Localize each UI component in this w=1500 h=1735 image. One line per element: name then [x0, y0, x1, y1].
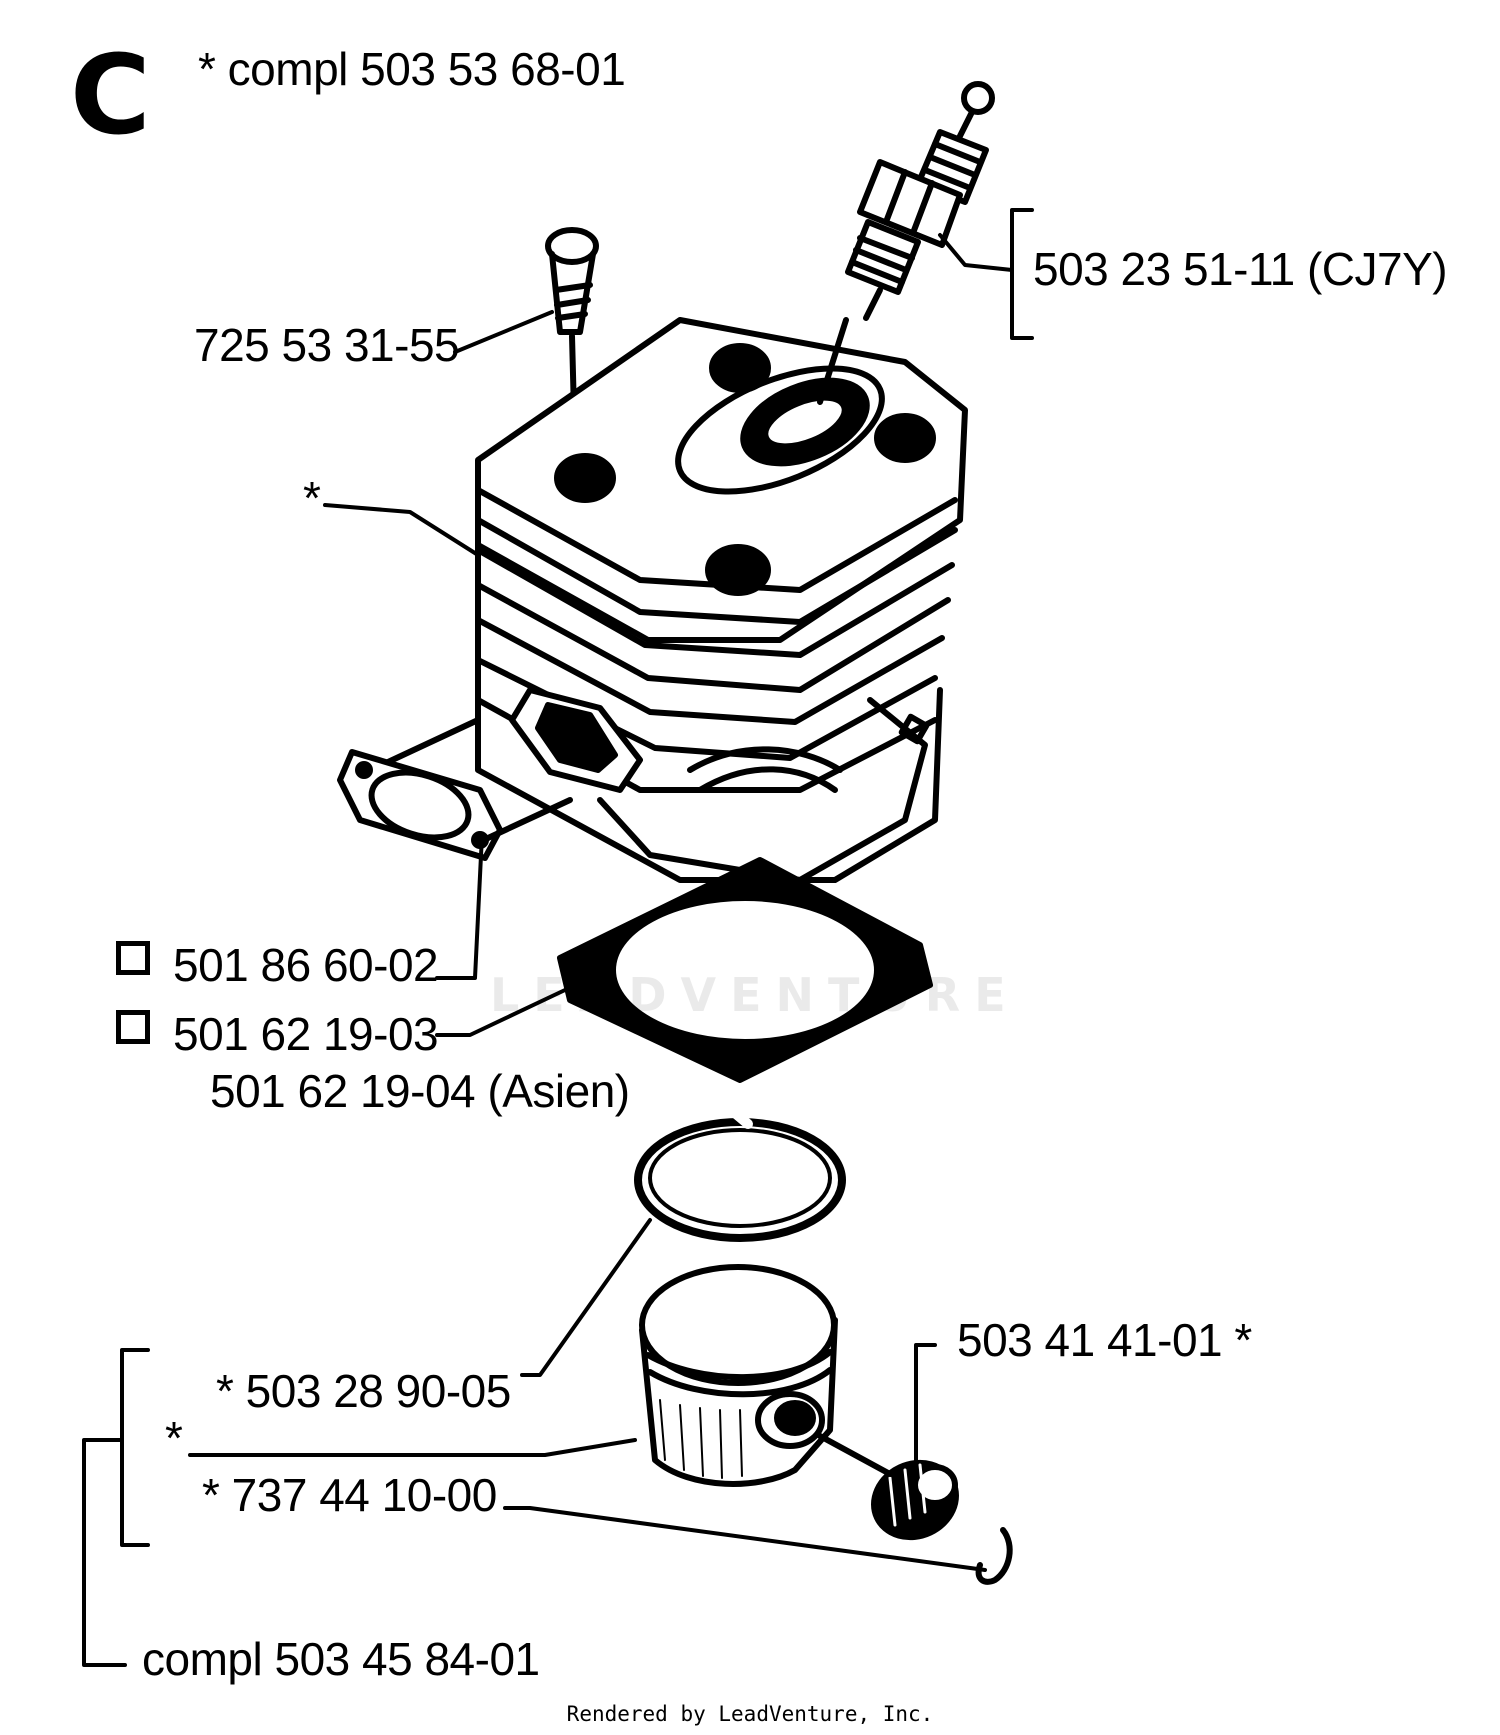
bearing-label: 503 41 41-01 *: [957, 1314, 1252, 1366]
piston-star-label: *: [165, 1412, 183, 1464]
exhaust-gasket-checkbox: [116, 941, 150, 975]
needle-bearing: [817, 1433, 959, 1541]
piston: [639, 1264, 838, 1487]
circlip: [975, 1527, 1013, 1585]
base-gasket: [557, 857, 933, 1083]
piston-kit-label: compl 503 45 84-01: [142, 1633, 540, 1685]
screw-label: 725 53 31-55: [194, 319, 460, 371]
base-gasket-label: 501 62 19-03: [173, 1008, 439, 1060]
base-gasket-checkbox: [116, 1010, 150, 1044]
leader-lines: [82, 208, 1034, 1667]
section-letter: C: [70, 31, 151, 159]
spark-plug: [845, 81, 995, 321]
watermark: LEADVENTURE: [490, 968, 1020, 1022]
circlip-label: * 737 44 10-00: [202, 1469, 497, 1521]
exhaust-gasket-label: 501 86 60-02: [173, 939, 439, 991]
piston-ring-label: * 503 28 90-05: [216, 1365, 511, 1417]
cylinder-star-label: *: [303, 472, 321, 524]
cylinder-kit-label: * compl 503 53 68-01: [198, 43, 626, 95]
cylinder: [475, 317, 968, 883]
spark-plug-label: 503 23 51-11 (CJ7Y): [1033, 243, 1448, 295]
piston-ring: [634, 1109, 846, 1242]
footer-credit: Rendered by LeadVenture, Inc.: [566, 1702, 934, 1726]
base-gasket-asia-label: 501 62 19-04 (Asien): [210, 1065, 630, 1117]
